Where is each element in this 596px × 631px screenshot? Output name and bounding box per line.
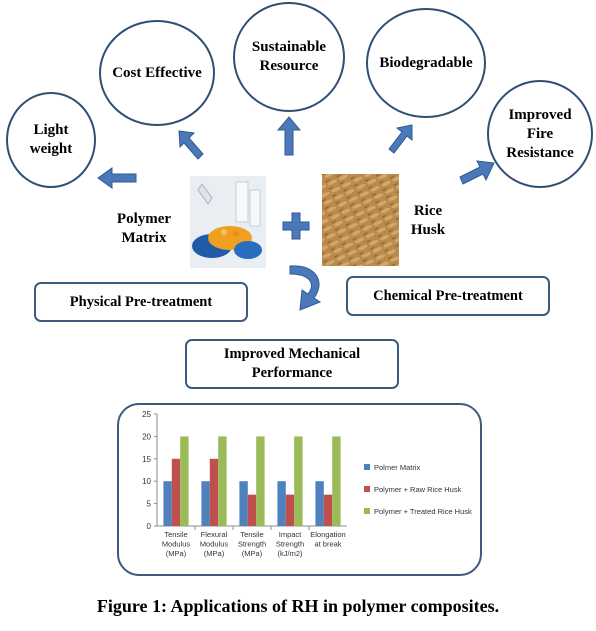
bar: [285, 494, 295, 526]
legend-swatch: [364, 486, 370, 492]
legend-swatch: [364, 464, 370, 470]
cost-effective-circle: Cost Effective: [99, 20, 215, 126]
bar: [256, 436, 265, 526]
bar: [323, 494, 333, 526]
plus-icon: [282, 212, 310, 240]
improved-fire-resistance-circle: Improved Fire Resistance: [487, 80, 593, 188]
arrow-to-light-weight: [97, 167, 137, 189]
bar: [239, 481, 248, 526]
bar: [163, 481, 172, 526]
y-tick-label: 15: [142, 455, 151, 464]
bar: [209, 458, 219, 526]
physical-pretreatment-box: Physical Pre-treatment: [34, 282, 248, 322]
legend-label: Polymer + Treated Rice Husk: [374, 507, 472, 516]
polymer-matrix-label: Polymer Matrix: [116, 211, 172, 246]
bar: [180, 436, 189, 526]
legend-swatch: [364, 508, 370, 514]
bar: [201, 481, 210, 526]
y-tick-label: 10: [142, 477, 151, 486]
arrow-to-fire-resistance: [459, 160, 495, 185]
bar: [332, 436, 341, 526]
bar: [315, 481, 324, 526]
bar: [277, 481, 286, 526]
figure-caption: Figure 1: Applications of RH in polymer …: [96, 596, 500, 616]
improved-mechanical-performance-box: Improved Mechanical Performance: [185, 339, 399, 389]
y-tick-label: 0: [147, 522, 152, 531]
y-tick-label: 20: [142, 432, 151, 441]
sustainable-resource-circle: Sustainable Resource: [233, 2, 345, 112]
arrow-to-cost-effective: [178, 130, 204, 160]
bar: [171, 458, 181, 526]
bar: [218, 436, 227, 526]
rice-husk-label: Rice Husk: [410, 203, 446, 238]
legend-label: Polymer + Raw Rice Husk: [374, 485, 462, 494]
rice-husk-image: [322, 174, 399, 266]
curved-down-arrow: [289, 265, 322, 311]
arrow-to-biodegradable: [388, 124, 413, 154]
polymer-matrix-image: [190, 176, 266, 268]
arrow-to-sustainable-resource: [276, 116, 302, 156]
y-tick-label: 5: [147, 500, 152, 509]
light-weight-circle: Light weight: [6, 92, 96, 188]
legend-label: Polmer Matrix: [374, 463, 421, 472]
bar: [247, 494, 257, 526]
y-tick-label: 25: [142, 410, 151, 419]
biodegradable-circle: Biodegradable: [366, 8, 486, 118]
bar: [294, 436, 303, 526]
chemical-pretreatment-box: Chemical Pre-treatment: [346, 276, 550, 316]
